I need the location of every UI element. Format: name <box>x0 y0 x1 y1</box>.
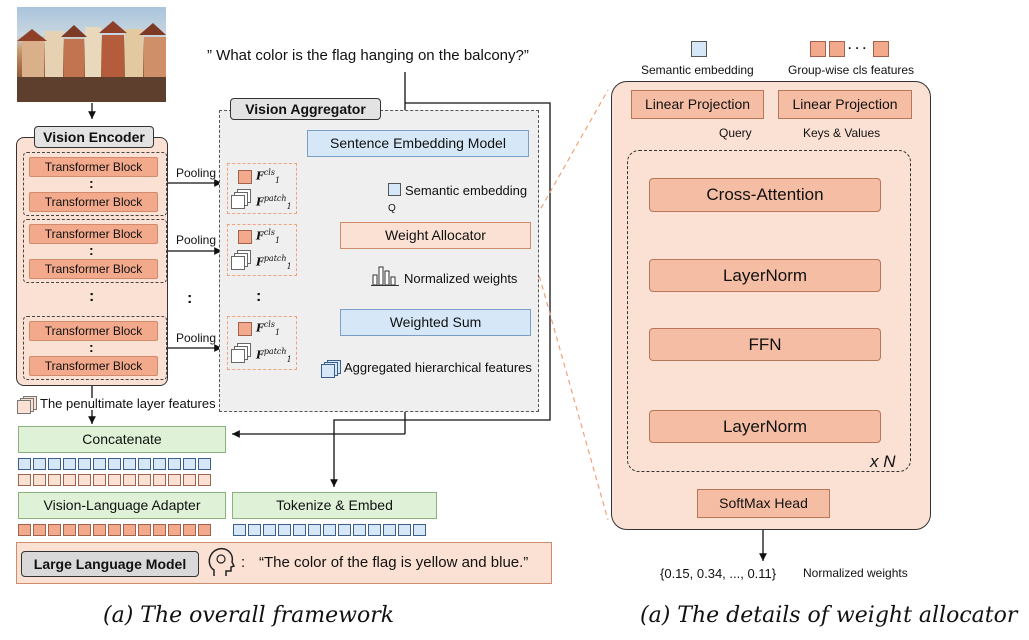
token-row-blue <box>18 457 228 471</box>
transformer-block: Transformer Block <box>29 321 158 341</box>
question-text: ” What color is the flag hanging on the … <box>207 47 529 64</box>
weight-allocator-detail-panel <box>611 81 931 530</box>
input-image <box>17 7 166 102</box>
caption-right: (a) The details of weight allocator <box>640 603 1018 628</box>
transformer-group-1 <box>23 152 167 216</box>
feature-group-2 <box>227 224 297 276</box>
legend-group-square <box>829 41 845 57</box>
weighted-sum-box: Weighted Sum <box>340 309 531 336</box>
stacked-features-icon <box>17 396 37 414</box>
legend-semantic-label: Semantic embedding <box>641 63 754 77</box>
tokenize-embed-box: Tokenize & Embed <box>232 492 437 519</box>
aggregated-features-label: Aggregated hierarchical features <box>344 360 532 375</box>
patch-feature-stack <box>231 343 251 363</box>
linear-projection-keys: Linear Projection <box>778 90 912 119</box>
transformer-block: Transformer Block <box>29 192 158 212</box>
cls-feature-square <box>238 170 252 184</box>
llm-colon: : <box>241 554 246 571</box>
q-label: Q <box>388 203 396 214</box>
vision-encoder-title: Vision Encoder <box>34 126 154 148</box>
weight-allocator-box: Weight Allocator <box>340 222 531 249</box>
patch-feature-label: Fpatch1 <box>256 254 292 271</box>
pooling-label: Pooling <box>176 166 217 180</box>
layernorm-box-1: LayerNorm <box>649 259 881 292</box>
llm-title: Large Language Model <box>21 551 199 577</box>
penultimate-label: The penultimate layer features <box>40 396 216 411</box>
transformer-group-2 <box>23 219 167 283</box>
cls-feature-square <box>238 230 252 244</box>
normalized-weights-label: Normalized weights <box>404 271 518 286</box>
cls-feature-label: Fcls1 <box>256 228 281 245</box>
repeat-n-label: x N <box>870 452 896 471</box>
output-label: Normalized weights <box>803 566 908 580</box>
keys-values-label: Keys & Values <box>803 126 881 140</box>
transformer-block: Transformer Block <box>29 157 158 177</box>
ellipsis-vertical: : <box>187 290 193 307</box>
patch-feature-label: Fpatch1 <box>256 194 292 211</box>
layernorm-box-2: LayerNorm <box>649 410 881 443</box>
semantic-embedding-square <box>388 183 401 196</box>
pooling-label: Pooling <box>176 233 217 247</box>
softmax-head-box: SoftMax Head <box>697 489 830 518</box>
vision-aggregator-title: Vision Aggregator <box>230 98 381 120</box>
ellipsis-vertical: : <box>89 288 95 305</box>
token-row-peach <box>18 473 228 487</box>
output-values: {0.15, 0.34, ..., 0.11} <box>660 566 777 581</box>
sentence-embedding-model: Sentence Embedding Model <box>307 130 529 157</box>
feature-group-1 <box>227 163 297 214</box>
caption-left: (a) The overall framework <box>103 603 395 628</box>
vision-language-adapter-box: Vision-Language Adapter <box>18 492 226 519</box>
bar-chart-icon <box>371 263 399 287</box>
transformer-block: Transformer Block <box>29 259 158 279</box>
pooling-label: Pooling <box>176 331 217 345</box>
legend-dots: · · · <box>848 41 867 55</box>
head-thinking-icon <box>206 546 236 578</box>
cls-feature-label: Fcls1 <box>256 320 281 337</box>
ellipsis-vertical: : <box>256 288 262 305</box>
ffn-box: FFN <box>649 328 881 361</box>
linear-projection-query: Linear Projection <box>631 90 764 119</box>
query-label: Query <box>719 126 752 140</box>
feature-group-3 <box>227 316 297 370</box>
cross-attention-box: Cross-Attention <box>649 178 881 212</box>
legend-semantic-square <box>691 41 707 57</box>
legend-group-square <box>810 41 826 57</box>
concatenate-box: Concatenate <box>18 426 226 453</box>
transformer-block: Transformer Block <box>29 224 158 244</box>
legend-group-square <box>873 41 889 57</box>
patch-feature-stack <box>231 250 251 270</box>
ellipsis-vertical: : <box>89 339 94 355</box>
vision-aggregator-panel <box>219 110 539 412</box>
transformer-group-3 <box>23 316 167 380</box>
semantic-embedding-label: Semantic embedding <box>405 183 528 198</box>
cls-feature-square <box>238 322 252 336</box>
patch-feature-stack <box>231 189 251 209</box>
ellipsis-vertical: : <box>89 242 94 258</box>
token-row-orange <box>18 523 228 537</box>
aggregated-features-icon <box>321 360 341 378</box>
repeat-block-dashed <box>627 150 911 472</box>
transformer-block: Transformer Block <box>29 356 158 376</box>
ellipsis-vertical: : <box>89 175 94 191</box>
llm-answer: “The color of the flag is yellow and blu… <box>259 554 529 571</box>
cls-feature-label: Fcls1 <box>256 168 281 185</box>
legend-group-label: Group-wise cls features <box>788 63 915 77</box>
patch-feature-label: Fpatch1 <box>256 347 292 364</box>
token-row-blue-text <box>233 523 443 537</box>
